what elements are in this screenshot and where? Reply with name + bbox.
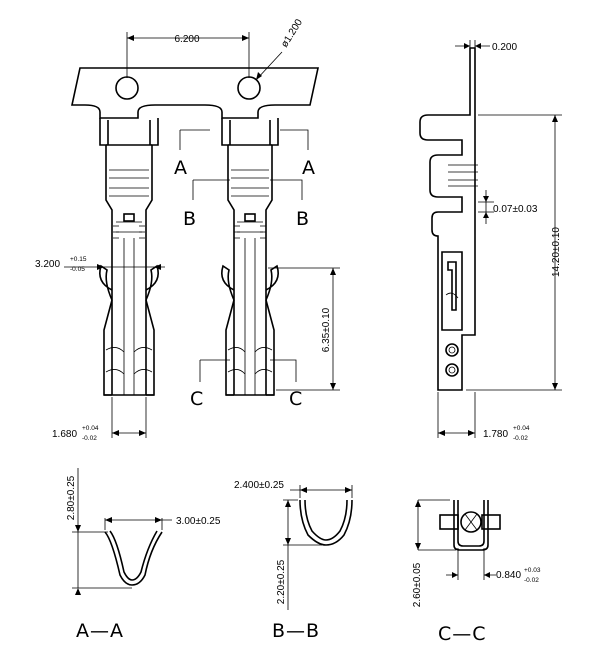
hole-label: ø1.200: [279, 17, 305, 50]
aa-height-label: 2.80±0.25: [66, 475, 77, 520]
total-length-label: 14.20±0.10: [551, 227, 562, 277]
gap-label: 0.07±0.03: [493, 204, 538, 215]
dim-width-bottom: 1.680 +0.04 -0.02: [52, 397, 147, 442]
section-aa: 2.80±0.25 3.00±0.25 A—A: [66, 468, 221, 642]
side-width-label: 1.780: [483, 429, 508, 440]
side-width-tol-up: +0.04: [513, 425, 530, 432]
side-width-tol-dn: -0.02: [513, 435, 528, 442]
width-a-label: 3.200: [35, 259, 60, 270]
cc-width-label: 0.840: [496, 570, 521, 581]
section-c-right-letter: C: [289, 388, 302, 410]
dim-pitch: 6.200: [126, 32, 250, 78]
thickness-label: 0.200: [492, 42, 517, 53]
section-c-left-letter: C: [190, 388, 203, 410]
terminal-left: [99, 118, 159, 396]
dim-width-a: 3.200 +0.15 -0.05: [35, 256, 165, 273]
section-cc: 2.60±0.05 0.840 +0.03 -0.02 C—C: [412, 499, 541, 645]
section-b-left-letter: B: [183, 208, 196, 230]
carrier-strip: [71, 67, 319, 119]
length-c-label: 6.35±0.10: [321, 307, 332, 352]
cc-height-label: 2.60±0.05: [412, 562, 423, 607]
width-a-tol-dn: -0.05: [70, 266, 85, 273]
terminal-right: [221, 118, 279, 396]
cc-width-tol-up: +0.03: [524, 567, 541, 574]
cc-width-tol-dn: -0.02: [524, 577, 539, 584]
dim-side-width: 1.780 +0.04 -0.02: [437, 392, 530, 442]
width-bottom-tol-up: +0.04: [82, 425, 99, 432]
section-bb-title: B—B: [272, 620, 320, 642]
dim-hole: ø1.200: [255, 17, 305, 81]
width-bottom-tol-dn: -0.02: [82, 435, 97, 442]
dim-thickness: 0.200: [455, 40, 517, 53]
section-a-right-letter: A: [302, 157, 315, 179]
section-marker-c: C C: [190, 359, 302, 410]
section-marker-b: B B: [183, 179, 309, 230]
dim-length-c: 6.35±0.10: [268, 267, 340, 391]
pilot-hole-left: [115, 76, 139, 100]
section-cc-title: C—C: [438, 623, 487, 645]
pitch-label: 6.200: [174, 34, 199, 45]
width-bottom-label: 1.680: [52, 429, 77, 440]
section-aa-title: A—A: [76, 620, 124, 642]
pilot-hole-right: [237, 76, 261, 100]
width-a-tol-up: +0.15: [70, 256, 87, 263]
section-b-right-letter: B: [296, 208, 309, 230]
section-a-left-letter: A: [174, 157, 187, 179]
bb-height-label: 2.20±0.25: [276, 559, 287, 604]
aa-width-label: 3.00±0.25: [176, 516, 221, 527]
bb-width-label: 2.400±0.25: [234, 480, 284, 491]
dim-gap: 0.07±0.03: [478, 190, 538, 224]
section-marker-a: A A: [174, 129, 315, 179]
side-view: [419, 47, 478, 391]
section-bb: 2.400±0.25 2.20±0.25 B—B: [234, 480, 353, 642]
dim-total-length: 14.20±0.10: [466, 114, 562, 391]
